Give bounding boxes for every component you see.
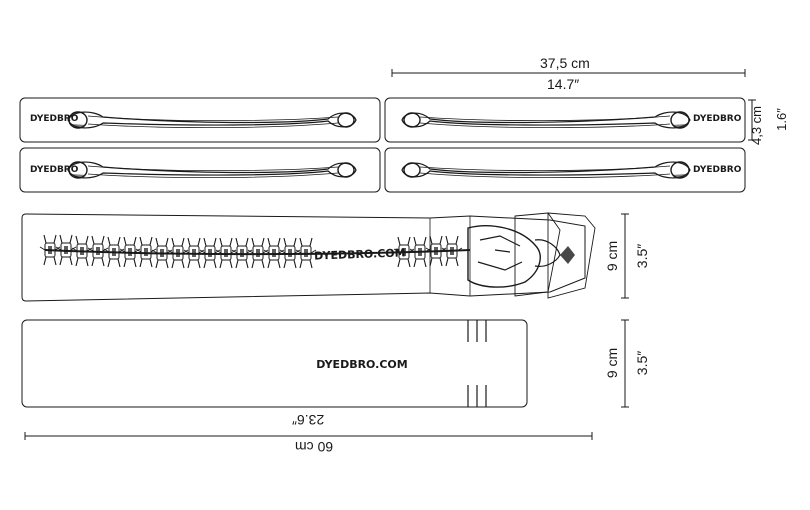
- dimension-line-width-top: [391, 69, 746, 77]
- strip-width-metric: 37,5 cm: [540, 55, 590, 71]
- brand-logo-top-right: DYEDBRO: [693, 114, 742, 124]
- plain-height-metric: 9 cm: [604, 347, 621, 379]
- dimension-line-length-plain: [24, 432, 593, 440]
- brand-logo-bottom-left: DYEDBRO: [30, 165, 79, 175]
- dimension-line-height-spine: [621, 213, 629, 299]
- spine-artwork: [39, 225, 575, 288]
- bone-strip-top-right: [384, 97, 746, 143]
- bone-strip-top-left: [19, 97, 381, 143]
- spine-height-imperial: 3.5″: [634, 243, 651, 269]
- dimension-line-height-strip: [748, 99, 756, 141]
- plain-guard-website: DYEDBRO.COM: [316, 358, 407, 371]
- plain-length-metric: 60 cm: [295, 439, 334, 455]
- plain-length-imperial: 23.6″: [292, 412, 325, 428]
- strip-width-imperial: 14.7″: [547, 76, 580, 92]
- spine-guard-website: DYEDBRO.COM: [314, 246, 406, 262]
- strip-height-imperial: 1.6″: [773, 108, 789, 131]
- spine-height-metric: 9 cm: [604, 240, 621, 272]
- bone-strip-bottom-left: [19, 147, 381, 193]
- brand-logo-bottom-right: DYEDBRO: [693, 165, 742, 175]
- strip-height-metric: 4,3 cm: [749, 105, 765, 146]
- spine-guard: DYEDBRO.COM: [21, 212, 596, 302]
- brand-logo-top-left: DYEDBRO: [30, 114, 79, 124]
- plain-height-imperial: 3.5″: [634, 350, 651, 376]
- bone-strip-bottom-right: [384, 147, 746, 193]
- dimension-line-height-plain: [621, 319, 629, 408]
- plain-guard: DYEDBRO.COM: [21, 319, 528, 408]
